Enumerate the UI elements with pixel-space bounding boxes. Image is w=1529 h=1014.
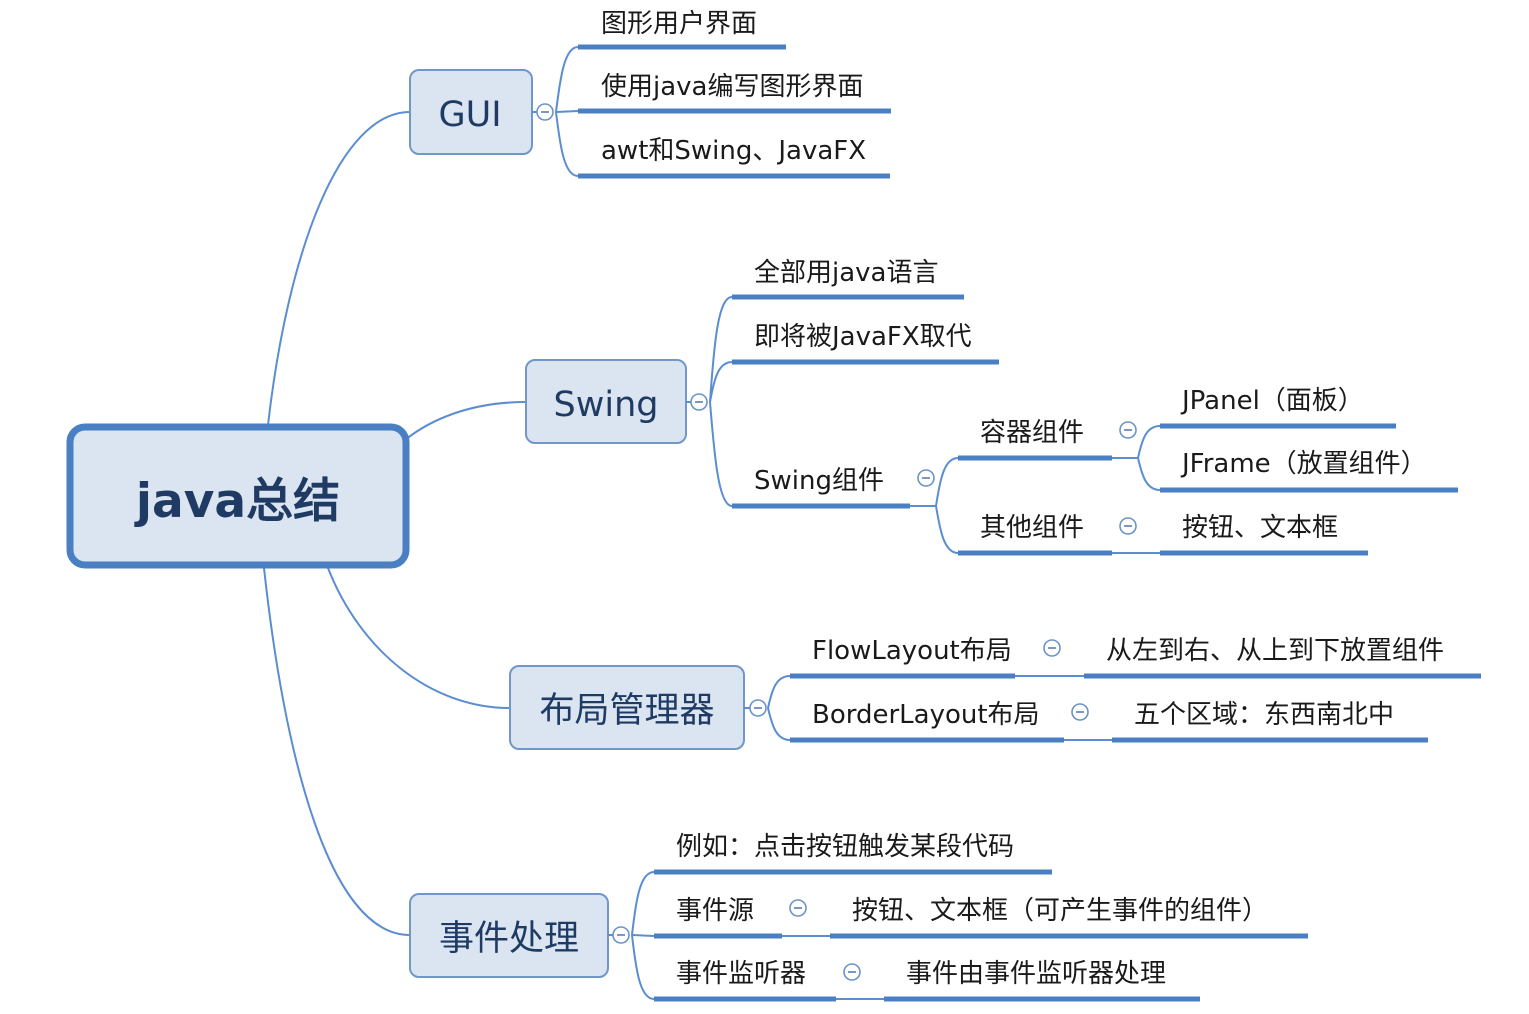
layout-item[interactable]: BorderLayout布局 bbox=[812, 700, 1040, 730]
swing-item[interactable]: 全部用java语言 bbox=[754, 258, 938, 288]
event-node[interactable]: 事件处理 bbox=[409, 893, 609, 978]
gui-label: GUI bbox=[438, 95, 501, 135]
central-title: java总结 bbox=[134, 474, 340, 529]
event-source-collapse-button[interactable] bbox=[789, 899, 807, 917]
swing-components-collapse-button[interactable] bbox=[917, 469, 935, 487]
layout-item[interactable]: FlowLayout布局 bbox=[812, 636, 1012, 666]
container-collapse-button[interactable] bbox=[1119, 421, 1137, 439]
swing-item[interactable]: 即将被JavaFX取代 bbox=[754, 322, 972, 352]
swing-node[interactable]: Swing bbox=[525, 359, 687, 444]
borderlayout-collapse-button[interactable] bbox=[1071, 703, 1089, 721]
flowlayout-collapse-button[interactable] bbox=[1043, 639, 1061, 657]
layout-collapse-button[interactable] bbox=[749, 699, 767, 717]
branch-layout: 布局管理器 FlowLayout布局 BorderLayout布局 从左到右、从… bbox=[509, 636, 1481, 750]
gui-item[interactable]: 图形用户界面 bbox=[601, 9, 757, 39]
gui-item[interactable]: awt和Swing、JavaFX bbox=[601, 136, 866, 166]
gui-collapse-button[interactable] bbox=[536, 103, 554, 121]
event-item[interactable]: 事件源 bbox=[676, 896, 754, 926]
swing-components-label[interactable]: Swing组件 bbox=[754, 466, 884, 496]
event-example[interactable]: 例如：点击按钮触发某段代码 bbox=[676, 832, 1014, 862]
branch-swing: Swing 全部用java语言 即将被JavaFX取代 Swing组件 容器组件… bbox=[525, 258, 1458, 556]
event-item[interactable]: 事件监听器 bbox=[676, 959, 806, 989]
event-collapse-button[interactable] bbox=[612, 926, 630, 944]
layout-label: 布局管理器 bbox=[539, 691, 714, 731]
central-connectors bbox=[263, 111, 527, 936]
gui-node[interactable]: GUI bbox=[409, 69, 533, 155]
gui-item[interactable]: 使用java编写图形界面 bbox=[601, 72, 863, 102]
container-item[interactable]: JPanel（面板） bbox=[1180, 386, 1364, 416]
other-components-label[interactable]: 其他组件 bbox=[980, 513, 1084, 543]
container-components-label[interactable]: 容器组件 bbox=[980, 418, 1084, 448]
other-collapse-button[interactable] bbox=[1119, 517, 1137, 535]
layout-detail[interactable]: 五个区域：东西南北中 bbox=[1134, 700, 1394, 730]
other-item[interactable]: 按钮、文本框 bbox=[1182, 513, 1338, 543]
swing-label: Swing bbox=[554, 385, 659, 425]
central-node[interactable]: java总结 bbox=[66, 423, 410, 569]
event-label: 事件处理 bbox=[439, 919, 579, 959]
event-detail[interactable]: 事件由事件监听器处理 bbox=[906, 959, 1166, 989]
event-listener-collapse-button[interactable] bbox=[843, 963, 861, 981]
branch-event: 事件处理 例如：点击按钮触发某段代码 事件源 事件监听器 按钮、文本框（可产生事… bbox=[409, 832, 1308, 1002]
swing-collapse-button[interactable] bbox=[690, 393, 708, 411]
layout-node[interactable]: 布局管理器 bbox=[509, 665, 745, 750]
container-item[interactable]: JFrame（放置组件） bbox=[1180, 449, 1427, 479]
branch-gui: GUI 图形用户界面 使用java编写图形界面 awt和Swing、JavaFX bbox=[409, 9, 891, 179]
event-detail[interactable]: 按钮、文本框（可产生事件的组件） bbox=[852, 896, 1268, 926]
layout-detail[interactable]: 从左到右、从上到下放置组件 bbox=[1106, 636, 1444, 666]
